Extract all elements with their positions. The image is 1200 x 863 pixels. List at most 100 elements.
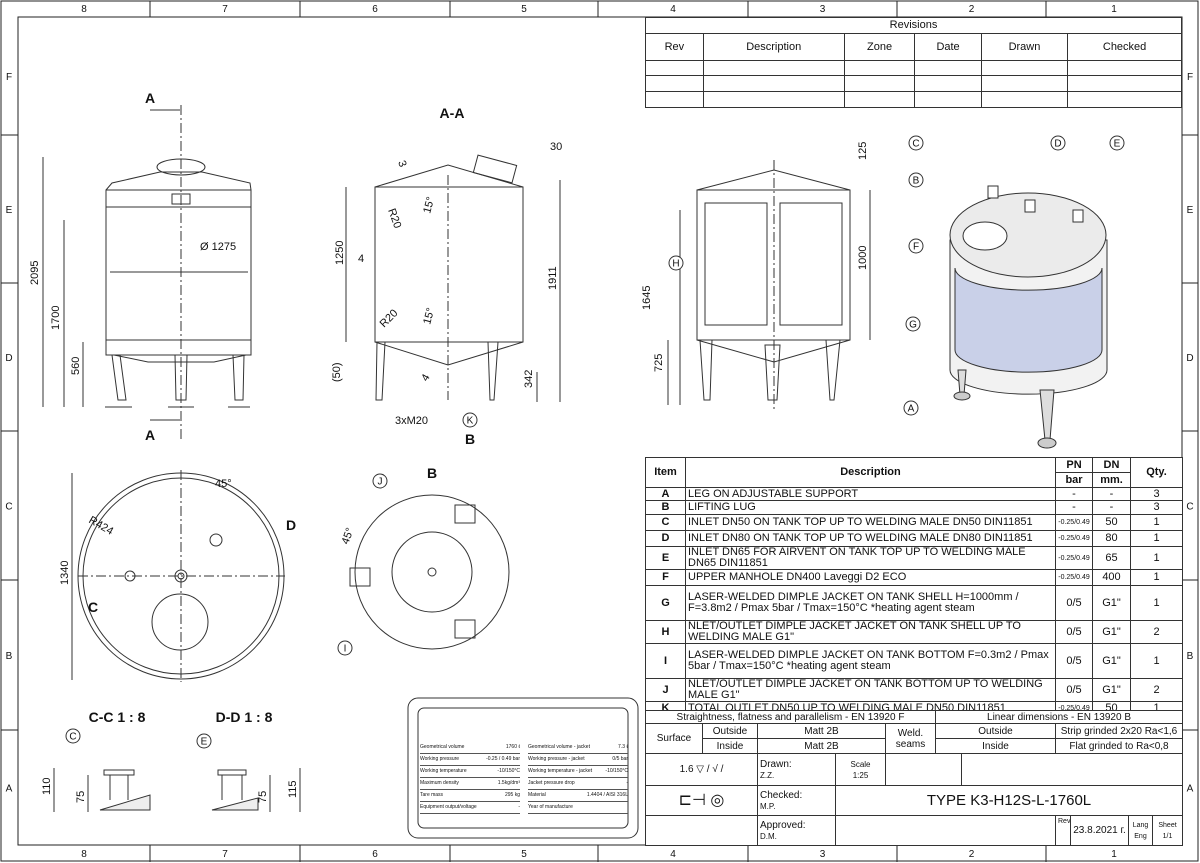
row-marker: C [5,502,12,513]
sheet-label: Sheet [1158,821,1177,829]
header-item: Item [645,457,686,488]
nameplate-label: Equipment output/voltage [420,804,477,810]
parts-dn: G1" [1092,643,1131,679]
row-marker: E [1187,205,1194,216]
column-marker: 6 [372,4,378,15]
dimension-d4a: 4 [358,253,364,265]
parts-dn: - [1092,500,1131,515]
dimension-d3: 3 [395,159,408,169]
dimension-d560: 560 [70,357,82,375]
drawing-date: 23.8.2021 г. [1070,815,1129,846]
parts-desc: LEG ON ADJUSTABLE SUPPORT [685,487,1056,501]
parts-desc: LASER-WELDED DIMPLE JACKET ON TANK BOTTO… [685,643,1056,679]
parts-dn: 65 [1092,546,1131,570]
parts-item: D [645,530,686,547]
callout-g: G [905,316,921,332]
roughness-value: 1.6 [679,764,694,775]
scale-value: 1:25 [852,770,869,780]
weld-outside-value: Strip grinded 2x20 Ra<1,6 [1054,723,1184,739]
dimension-d1911: 1911 [547,266,559,290]
nameplate-frame [407,697,639,839]
dimension-d1340: 1340 [59,561,71,585]
roughness-symbols: 1.6 ▽ / √ / [645,753,758,786]
parts-qty: 1 [1130,643,1183,679]
view-title-dd: D-D 1 : 8 [216,709,273,725]
nameplate-value: 0/5 bar [612,756,628,762]
dimension-d30: 30 [550,141,562,153]
column-marker: 3 [820,849,826,860]
callout-j: J [372,473,388,489]
callout-k: K [462,412,478,428]
callout-label: A [908,404,915,415]
header-dn: DN [1092,457,1131,473]
parts-pn: 0/5 [1055,643,1093,679]
surface-outside-label: Outside [702,723,758,739]
rev-label: Rev [1055,815,1071,846]
title-block: Straightness, flatness and parallelism -… [645,710,1184,846]
cut-label-d: D [286,517,296,533]
row-marker: E [6,205,13,216]
isometric-view [949,185,1108,449]
callout-label: D [1054,139,1061,150]
view-title-b: B [427,465,437,481]
detail-cc [53,768,151,812]
header-pn-unit: bar [1055,472,1093,488]
parts-pn: - [1055,500,1093,515]
callout-label: C [912,139,919,150]
surface-outside-value: Matt 2B [757,723,886,739]
nameplate-label: Working temperature - jacket [528,768,593,774]
nameplate-row: Maximum density 1.5kg/dm³ [420,778,520,790]
header-dn-unit: mm. [1092,472,1131,488]
lang-label: Lang [1132,821,1149,829]
parts-qty: 2 [1130,620,1183,644]
parts-dn: G1" [1092,585,1131,621]
callout-e: E [196,733,212,749]
callout-a: A [903,400,919,416]
parts-qty: 3 [1130,487,1183,501]
callout-b: B [908,172,924,188]
column-marker: 8 [81,4,87,15]
parts-item: J [645,678,686,702]
parts-dn: G1" [1092,620,1131,644]
header-qty: Qty. [1130,457,1183,488]
callout-label: B [913,176,920,187]
row-marker: A [6,784,13,795]
callout-i: I [337,640,353,656]
row-marker: C [1186,502,1193,513]
weld-seams-label: Weld. seams [885,723,936,754]
row-marker: A [1187,784,1194,795]
parts-pn: 0/5 [1055,678,1093,702]
cut-label-a-top: A [145,90,155,106]
callout-label: G [909,320,917,331]
parts-pn: -0.25/0.49 [1055,569,1093,586]
dimension-d110: 110 [41,777,53,795]
row-marker: B [6,651,13,662]
sheet-value: 1/1 [1162,832,1173,840]
dimension-d1645: 1645 [641,286,653,310]
row-marker: F [1187,72,1193,83]
revisions-header-date: Date [914,33,982,61]
column-marker: 5 [521,4,527,15]
parts-pn: - [1055,487,1093,501]
parts-desc: LIFTING LUG [685,500,1056,515]
nameplate-label: Maximum density [420,780,459,786]
parts-dn: G1" [1092,678,1131,702]
dimension-d1250: 1250 [334,241,346,265]
checked-by: M.P. [760,801,776,811]
parts-desc: NLET/OUTLET DIMPLE JACKET ON TANK BOTTOM… [685,678,1056,702]
nameplate-value: 1.5kg/dm³ [497,780,520,786]
revisions-title: Revisions [645,17,1182,34]
nameplate-label: Year of manufacture [528,804,573,810]
nameplate-row: Working temperature - jacket-10/150°C [528,766,628,778]
parts-desc: INLET DN65 FOR AIRVENT ON TANK TOP UP TO… [685,546,1056,570]
callout-e: E [1109,135,1125,151]
nameplate-label: Jacket pressure drop [528,780,575,786]
column-marker: 6 [372,849,378,860]
parts-item: E [645,546,686,570]
